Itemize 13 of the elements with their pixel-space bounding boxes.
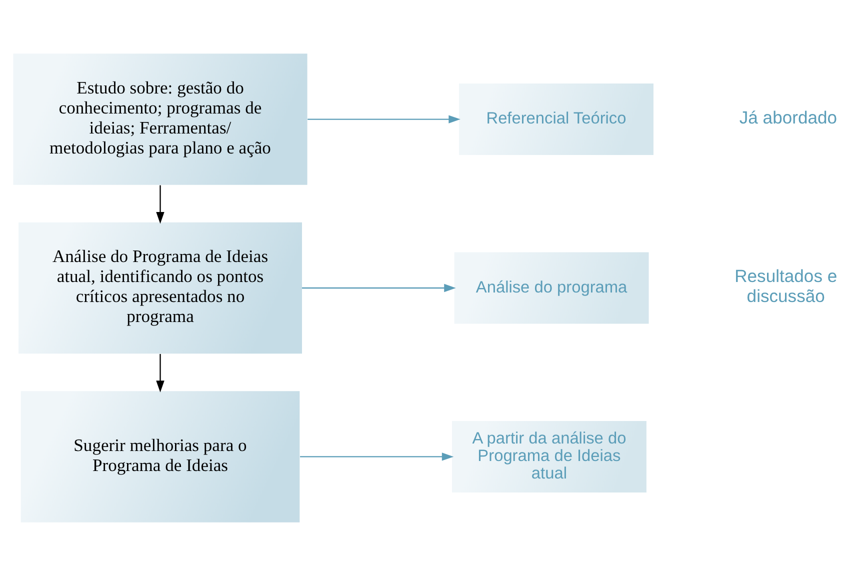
node-box: Sugerir melhorias para o Programa de Ideias	[20, 391, 300, 522]
arrow	[300, 452, 454, 461]
arrow	[156, 354, 164, 392]
label: Resultados e discussão	[734, 266, 838, 306]
node-box: Análise do Programa de Ideias atual, identificando os pontos críticos apresentados no programa	[18, 222, 302, 354]
arrow	[156, 185, 164, 224]
node-box: Estudo sobre: gestão do conhecimento; programas de ideias; Ferramentas/ metodologias para plano e ação	[13, 54, 308, 185]
arrow	[308, 115, 460, 124]
node-box: A partir da análise do Programa de Ideias atual	[452, 420, 646, 492]
node-box: Referencial Teórico	[459, 84, 654, 156]
node-box: Análise do programa	[454, 252, 649, 324]
arrow	[302, 284, 456, 292]
label: Já abordado	[739, 107, 838, 128]
